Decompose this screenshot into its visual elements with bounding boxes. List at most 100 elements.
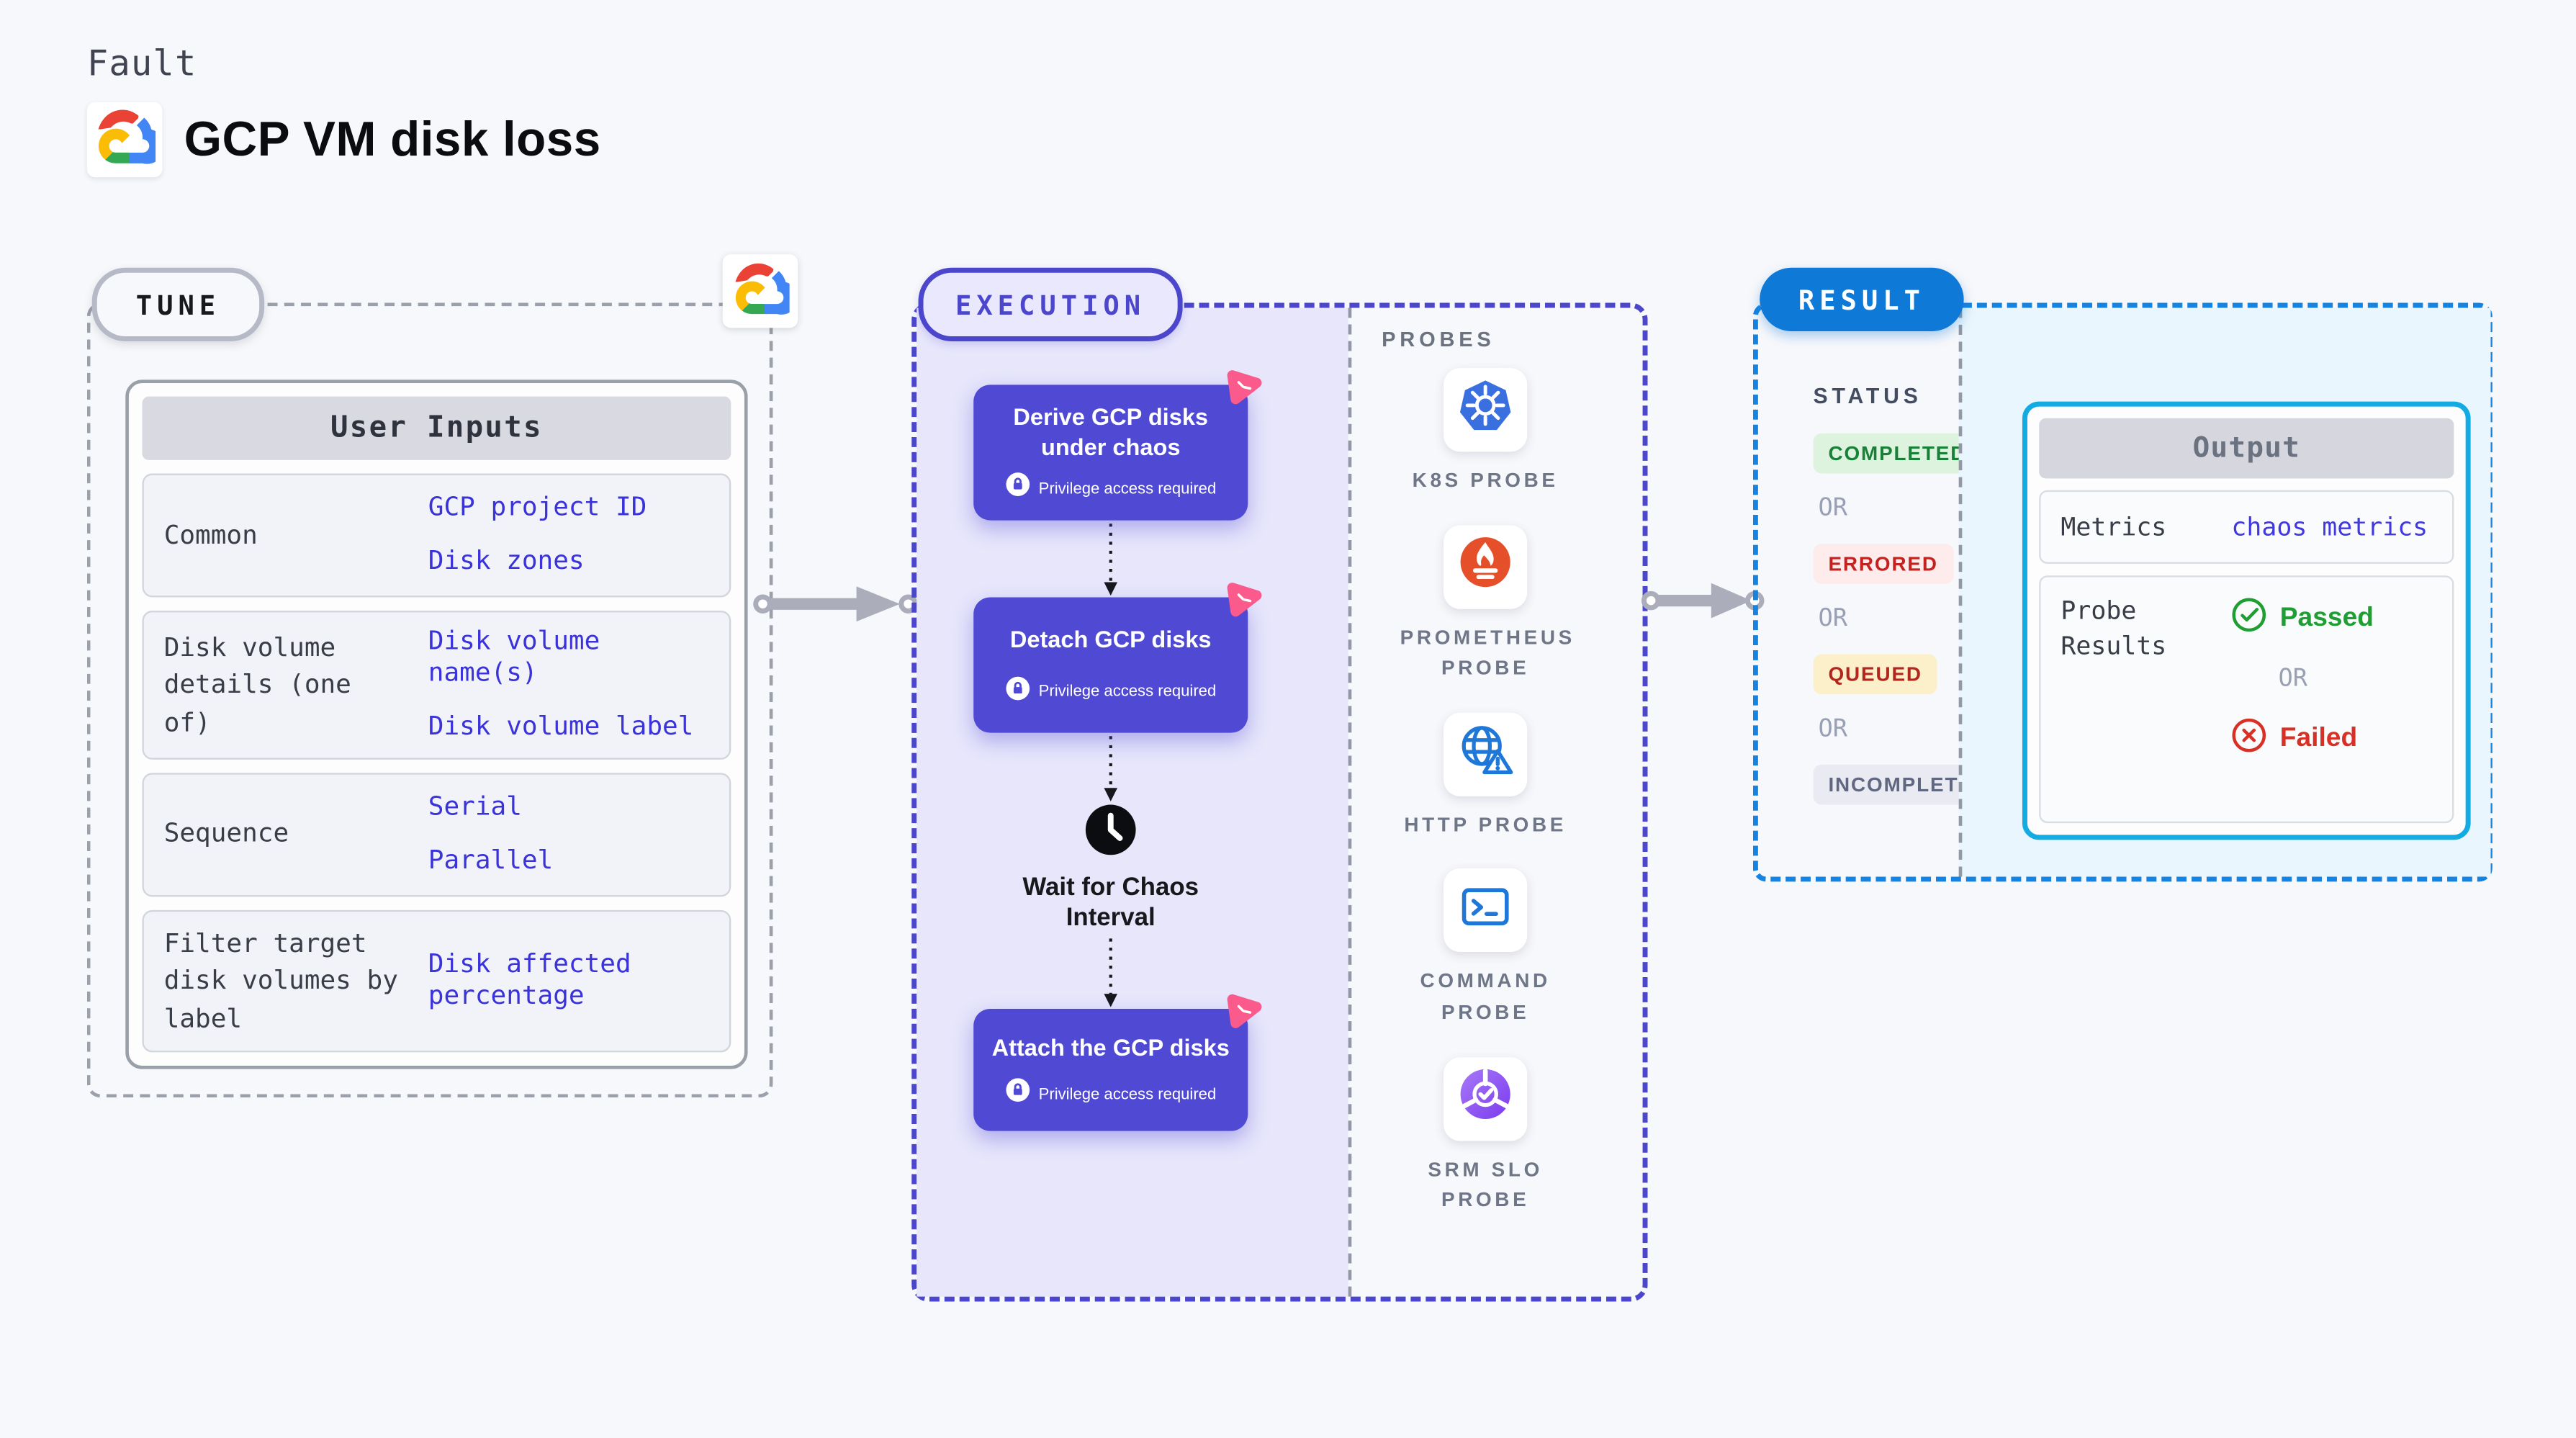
output-panel: Output Metrics chaos metrics Probe Resul… xyxy=(1958,307,2491,877)
command-probe-icon xyxy=(1457,878,1514,943)
output-header: Output xyxy=(2039,418,2454,479)
clock-icon xyxy=(1084,802,1138,864)
gcp-logo-icon xyxy=(94,105,164,174)
probe-item-http: HTTP PROBE xyxy=(1404,712,1567,840)
passed-line: Passed xyxy=(2231,597,2374,640)
tune-to-execution-arrow xyxy=(753,584,920,632)
metrics-label: Metrics xyxy=(2061,511,2167,542)
flow-node-title: Derive GCP disks under chaos xyxy=(1013,403,1209,461)
chaos-icon xyxy=(1222,991,1263,1031)
execution-flow-panel: Derive GCP disks under chaos Privilege a… xyxy=(917,307,1348,1297)
gcp-logo-icon xyxy=(731,259,798,324)
probe-card xyxy=(1444,368,1528,452)
wait-for-chaos-interval: Wait for Chaos Interval xyxy=(1005,802,1216,935)
input-row-label: Sequence xyxy=(163,819,289,850)
input-row-label: Filter target disk volumes by label xyxy=(163,927,398,1033)
metrics-value: chaos metrics xyxy=(2231,511,2428,542)
arrow-right-icon xyxy=(1641,583,1765,627)
or-separator: OR xyxy=(1818,495,1848,522)
lock-icon xyxy=(1005,1078,1030,1111)
probe-card xyxy=(1444,1056,1528,1141)
input-row-label: Disk volume details (one of) xyxy=(163,632,351,737)
status-badge-completed: COMPLETED xyxy=(1813,433,1982,474)
probe-label: K8S PROBE xyxy=(1412,468,1559,493)
status-label: STATUS xyxy=(1813,383,1922,408)
arrow-right-icon xyxy=(753,586,920,630)
flow-node-detach-disks: Detach GCP disks Privilege access requir… xyxy=(973,583,1262,732)
input-value: Disk affected percentage xyxy=(428,948,631,1012)
output-card: Output Metrics chaos metrics Probe Resul… xyxy=(2022,401,2471,840)
or-separator: OR xyxy=(2278,665,2308,693)
privilege-label: Privilege access required xyxy=(1038,683,1217,701)
flow-node-title: Attach the GCP disks xyxy=(991,1033,1230,1061)
input-row-sequence: Sequence Serial Parallel xyxy=(142,773,731,896)
user-inputs-table: User Inputs Common GCP project ID Disk z… xyxy=(125,379,748,1069)
flow-connector-icon xyxy=(1101,732,1121,803)
fault-label: Fault xyxy=(86,43,197,84)
http-probe-icon xyxy=(1457,722,1514,787)
flow-node-derive-disks: Derive GCP disks under chaos Privilege a… xyxy=(973,370,1262,521)
probe-label: HTTP PROBE xyxy=(1404,812,1567,837)
flow-node-attach-disks: Attach the GCP disks Privilege access re… xyxy=(973,994,1262,1132)
probe-label: PROMETHEUS PROBE xyxy=(1400,625,1575,680)
probes-to-result-arrow xyxy=(1641,580,1765,629)
status-panel: STATUS COMPLETED OR ERRORED OR QUEUED OR… xyxy=(1758,308,2004,877)
probe-card xyxy=(1444,868,1528,953)
failed-line: Failed xyxy=(2231,718,2374,761)
input-row-filter-by-label: Filter target disk volumes by label Disk… xyxy=(142,909,731,1053)
input-row-label: Common xyxy=(163,519,258,550)
status-badge-errored: ERRORED xyxy=(1813,544,1953,584)
probe-card xyxy=(1444,524,1528,608)
input-value: Serial xyxy=(428,791,522,822)
probes-panel: PROBES xyxy=(1348,307,1643,1297)
page-title: GCP VM disk loss xyxy=(184,113,601,168)
or-separator: OR xyxy=(1818,606,1848,633)
gcp-logo-card-small xyxy=(722,254,798,328)
probe-item-command: COMMAND PROBE xyxy=(1400,868,1571,1028)
input-row-disk-volume-details: Disk volume details (one of) Disk volume… xyxy=(142,610,731,760)
wait-label: Wait for Chaos Interval xyxy=(1022,872,1199,933)
result-pill: RESULT xyxy=(1760,267,1964,332)
prometheus-probe-icon xyxy=(1457,534,1514,599)
or-separator: OR xyxy=(1818,716,1848,743)
probe-item-srm-slo: SRM SLO PROBE xyxy=(1400,1056,1571,1215)
probes-label: PROBES xyxy=(1382,328,1495,351)
flow-connector-icon xyxy=(1101,521,1121,598)
probe-label: SRM SLO PROBE xyxy=(1428,1156,1543,1212)
chaos-icon xyxy=(1222,580,1263,620)
input-value: GCP project ID xyxy=(428,492,647,522)
failed-label: Failed xyxy=(2279,724,2358,753)
gcp-logo-card xyxy=(86,102,164,178)
input-value: Parallel xyxy=(428,845,554,876)
input-row-common: Common GCP project ID Disk zones xyxy=(142,473,731,597)
user-inputs-header: User Inputs xyxy=(142,396,731,460)
status-badge-queued: QUEUED xyxy=(1813,654,1937,695)
flow-connector-icon xyxy=(1101,935,1121,1009)
privilege-label: Privilege access required xyxy=(1038,480,1217,499)
metrics-row: Metrics chaos metrics xyxy=(2039,490,2454,564)
tune-pill: TUNE xyxy=(91,267,265,341)
input-value: Disk volume name(s) xyxy=(428,625,600,688)
lock-icon xyxy=(1005,675,1030,709)
input-value: Disk volume label xyxy=(428,711,694,742)
probe-item-prometheus: PROMETHEUS PROBE xyxy=(1400,524,1575,684)
x-circle-icon xyxy=(2231,718,2266,761)
execution-pill: EXECUTION xyxy=(918,267,1183,341)
k8s-probe-icon xyxy=(1457,377,1514,443)
tune-section-box xyxy=(86,302,773,1098)
lock-icon xyxy=(1005,472,1030,505)
result-section-box: STATUS COMPLETED OR ERRORED OR QUEUED OR… xyxy=(1752,302,2492,882)
srm-slo-probe-icon xyxy=(1457,1066,1514,1131)
passed-label: Passed xyxy=(2279,603,2374,633)
flow-node-title: Detach GCP disks xyxy=(1009,626,1212,653)
input-value: Disk zones xyxy=(428,546,585,577)
probe-results-label: Probe Results xyxy=(2061,596,2167,661)
check-circle-icon xyxy=(2231,597,2266,640)
probe-label: COMMAND PROBE xyxy=(1420,969,1551,1024)
probe-item-k8s: K8S PROBE xyxy=(1413,368,1559,496)
execution-section-box: Derive GCP disks under chaos Privilege a… xyxy=(911,302,1648,1302)
chaos-icon xyxy=(1222,367,1263,407)
probe-results-row: Probe Results Passed OR xyxy=(2039,575,2454,824)
probe-card xyxy=(1444,712,1528,796)
